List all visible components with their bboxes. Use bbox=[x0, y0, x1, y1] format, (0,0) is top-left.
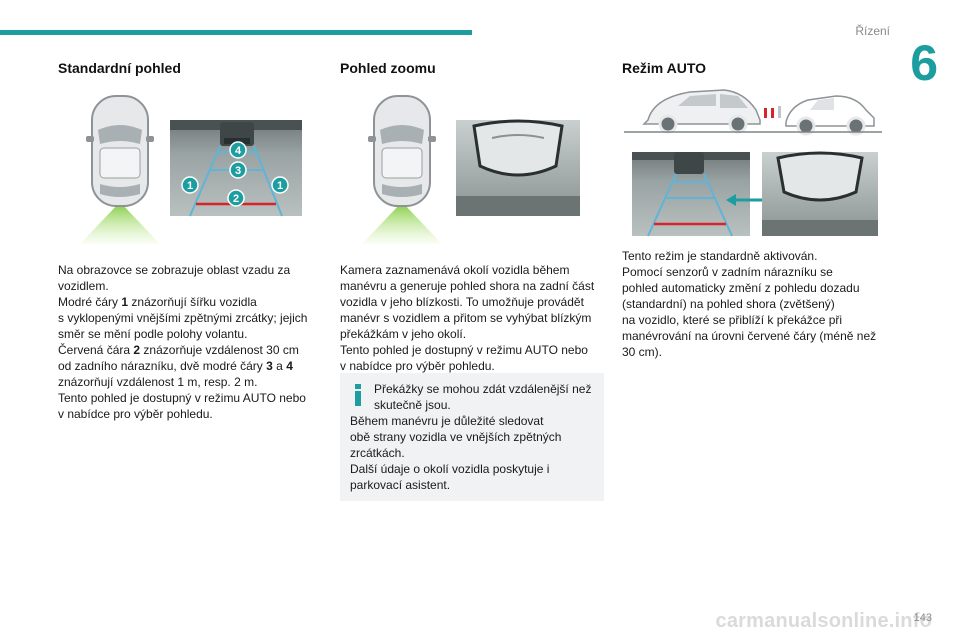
text-fragment: od zadního nárazníku, dvě modré čáry bbox=[58, 359, 263, 373]
standard-view-text: Na obrazovce se zobrazuje oblast vzadu z… bbox=[58, 262, 320, 422]
text-line: směr se mění podle polohy volantu. bbox=[58, 327, 248, 341]
badge-label-2: 2 bbox=[233, 193, 239, 205]
section-zoom-view: Pohled zoomu bbox=[340, 60, 602, 76]
section-heading-auto: Režim AUTO bbox=[622, 60, 707, 76]
text-line: Tento režim je standardně aktivován. bbox=[622, 249, 818, 263]
text-line: vozidlem. bbox=[58, 279, 109, 293]
text-line: s vyklopenými vnějšími zpětnými zrcátky;… bbox=[58, 311, 308, 325]
rear-camera-zoom-image bbox=[762, 151, 878, 236]
section-heading-standard: Standardní pohled bbox=[58, 60, 181, 76]
auto-mode-illustration bbox=[624, 89, 882, 237]
text-line: Překážky se mohou zdát vzdálenější než bbox=[374, 382, 592, 396]
text-line: překážkám v jeho okolí. bbox=[340, 327, 467, 341]
rear-camera-standard-image bbox=[632, 152, 750, 237]
badge-label-1-right: 1 bbox=[277, 180, 283, 192]
chapter-number: 6 bbox=[910, 35, 938, 91]
badge-label-4: 4 bbox=[235, 145, 242, 157]
section-heading-zoom: Pohled zoomu bbox=[340, 60, 436, 76]
text-line: na vozidlo, které se přiblíží k překážce… bbox=[622, 313, 843, 327]
zoom-view-illustration bbox=[362, 95, 580, 244]
info-icon bbox=[355, 384, 361, 406]
badge-label-3: 3 bbox=[235, 165, 241, 177]
text-line: Tento pohled je dostupný v režimu AUTO n… bbox=[340, 343, 588, 357]
text-line: Na obrazovce se zobrazuje oblast vzadu z… bbox=[58, 263, 291, 277]
text-line: manévrování na úrovni červené čáry (méně… bbox=[622, 329, 877, 343]
rear-camera-zoom-image bbox=[456, 119, 580, 216]
text-line: Modré čáry 1 znázorňují šířku vozidla bbox=[58, 294, 320, 310]
header-accent-bar bbox=[0, 30, 472, 35]
text-line: vozidla v jeho blízkosti. To umožňuje pr… bbox=[340, 295, 584, 309]
zoom-view-text: Kamera zaznamenává okolí vozidla během m… bbox=[340, 262, 604, 374]
watermark: carmanualsonline.info bbox=[715, 610, 932, 632]
text-fragment: Červená čára bbox=[58, 343, 131, 357]
ref-number-4: 4 bbox=[286, 359, 293, 373]
badge-3: 3 bbox=[229, 161, 247, 179]
text-line: zrcátkách. bbox=[350, 446, 405, 460]
badge-1-left: 1 bbox=[181, 176, 199, 194]
badge-2: 2 bbox=[227, 189, 245, 207]
section-standard-view: Standardní pohled bbox=[58, 60, 320, 76]
text-line: skutečně jsou. bbox=[374, 398, 451, 412]
car-top-view-icon bbox=[80, 95, 160, 244]
sensor-waves-icon bbox=[764, 106, 781, 118]
obstacle-car-icon bbox=[785, 95, 875, 136]
text-line: Tento pohled je dostupný v režimu AUTO n… bbox=[58, 391, 306, 405]
text-line: obě strany vozidla ve vnějších zpětných bbox=[350, 430, 562, 444]
text-line: 30 cm). bbox=[622, 345, 663, 359]
car-top-view-icon bbox=[362, 95, 442, 244]
text-line: manévru a generuje pohled shora na zadní… bbox=[340, 279, 595, 293]
text-line: pohled automaticky změní z pohledu dozad… bbox=[622, 281, 860, 295]
badge-1-right: 1 bbox=[271, 176, 289, 194]
text-line: Kamera zaznamenává okolí vozidla během bbox=[340, 263, 570, 277]
text-fragment: čáry bbox=[95, 295, 119, 309]
ref-number-3: 3 bbox=[266, 359, 273, 373]
text-line: (standardní) na pohled shora (zvětšený) bbox=[622, 297, 835, 311]
car-side-view-icon bbox=[642, 89, 761, 134]
section-auto-mode: Režim AUTO bbox=[622, 60, 884, 76]
text-fragment: a bbox=[276, 359, 283, 373]
text-line: v nabídce pro výběr pohledu. bbox=[58, 407, 213, 421]
text-fragment: Modré bbox=[58, 295, 93, 309]
text-line: parkovací asistent. bbox=[350, 478, 451, 492]
auto-mode-text: Tento režim je standardně aktivován. Pom… bbox=[622, 248, 886, 360]
standard-view-illustration: 4 3 1 1 2 bbox=[80, 95, 302, 244]
badge-label-1-left: 1 bbox=[187, 180, 193, 192]
chapter-title: Řízení bbox=[855, 24, 890, 38]
info-box-text: Překážky se mohou zdát vzdálenější než s… bbox=[350, 381, 594, 493]
text-line: v nabídce pro výběr pohledu. bbox=[340, 359, 495, 373]
ref-number-2: 2 bbox=[133, 343, 141, 357]
text-line: znázorňují vzdálenost 1 m, resp. 2 m. bbox=[58, 375, 258, 389]
text-line: manévr s vozidlem a přitom se vyhýbat bl… bbox=[340, 311, 592, 325]
info-box: Překážky se mohou zdát vzdálenější než s… bbox=[340, 373, 604, 501]
text-line: Pomocí senzorů v zadním nárazníku se bbox=[622, 265, 833, 279]
text-line: od zadního nárazníku, dvě modré čáry 3 a… bbox=[58, 358, 320, 374]
text-line: Během manévru je důležité sledovat bbox=[350, 414, 544, 428]
text-fragment: znázorňují šířku vozidla bbox=[131, 295, 257, 309]
badge-4: 4 bbox=[229, 141, 247, 159]
text-line: Červená čára 2 znázorňuje vzdálenost 30 … bbox=[58, 342, 320, 358]
ref-number-1: 1 bbox=[121, 295, 129, 309]
text-line: Další údaje o okolí vozidla poskytuje i bbox=[350, 462, 550, 476]
page-number: 143 bbox=[913, 612, 932, 624]
text-fragment: znázorňuje vzdálenost 30 cm bbox=[143, 343, 299, 357]
